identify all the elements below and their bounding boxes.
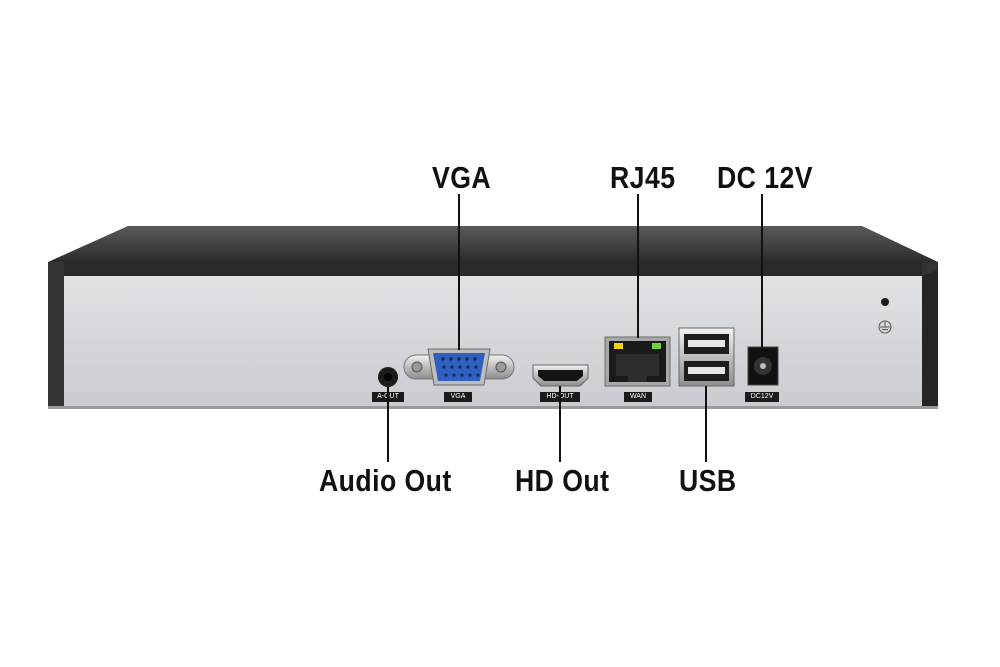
hdmi-port: [532, 364, 589, 387]
panel-bottom-edge: [48, 406, 938, 409]
callout-rj45: RJ45: [610, 160, 676, 195]
leader-usb: [705, 386, 707, 462]
callout-hd-out: HD Out: [515, 463, 610, 498]
leader-dc: [761, 194, 763, 348]
leader-audio: [387, 386, 389, 462]
usb-ports: [678, 327, 735, 387]
callout-usb: USB: [679, 463, 737, 498]
dc-jack: [747, 346, 779, 386]
rj45-port: [604, 336, 671, 387]
port-label-wan: WAN: [624, 392, 652, 402]
indicator-hole: [881, 298, 889, 306]
chassis-right-edge: [922, 270, 938, 408]
chassis-front-lip: [48, 262, 938, 276]
port-label-dc: DC12V: [745, 392, 779, 402]
leader-rj45: [637, 194, 639, 338]
callout-audio-out: Audio Out: [319, 463, 452, 498]
chassis-top: [48, 226, 938, 262]
chassis-left-side: [48, 262, 64, 408]
port-label-vga: VGA: [444, 392, 472, 402]
audio-jack-hole: [384, 373, 392, 381]
leader-hd: [559, 386, 561, 462]
callout-vga: VGA: [432, 160, 492, 195]
leader-vga: [458, 194, 460, 350]
callout-dc: DC 12V: [717, 160, 813, 195]
rear-panel: [64, 276, 922, 408]
ground-icon: [878, 320, 892, 334]
vga-port: [403, 348, 515, 386]
